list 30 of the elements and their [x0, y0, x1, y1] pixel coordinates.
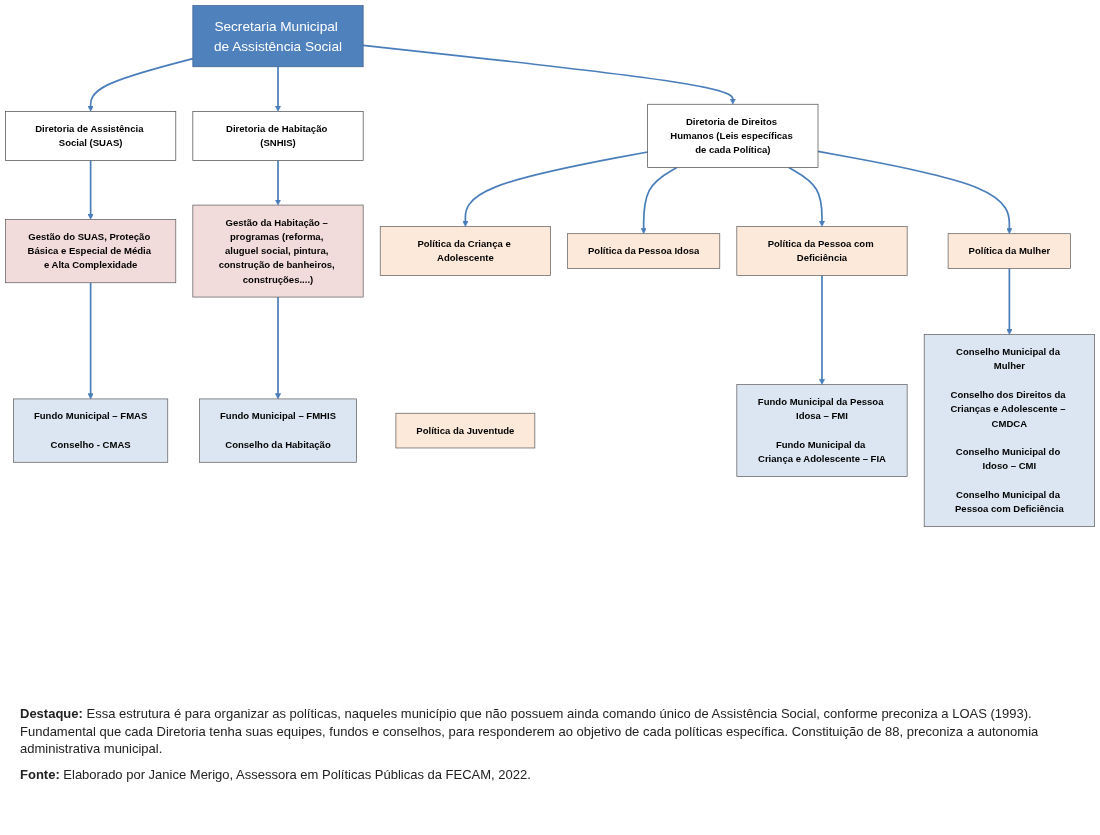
node-box: Fundo Municipal – FMHIS Conselho da Habitação	[199, 398, 357, 463]
arrow	[362, 44, 736, 105]
node-box: Fundo Municipal da Pessoa Idosa – FMI Fundo Municipal da Criança e Adolescente – FIA	[736, 384, 908, 477]
node-box: Fundo Municipal – FMAS Conselho - CMAS	[13, 398, 169, 463]
node-box: Política da Pessoa Idosa	[567, 233, 721, 269]
node-box: Diretoria de Direitos Humanos (Leis específicas de cada Política)	[647, 103, 819, 168]
arrow	[788, 166, 825, 227]
node-box: Gestão da Habitação – programas (reforma, aluguel social, pintura, construção de banheiros, construções....)	[192, 204, 364, 298]
arrow	[1006, 267, 1013, 335]
arrow	[87, 57, 194, 112]
arrow	[462, 151, 649, 227]
node-box: Secretaria Municipal de Assistência Social	[192, 5, 364, 68]
node-box: Conselho Municipal da Mulher Conselho dos Direitos da Crianças e Adolescente – CMDCA Conselho Municipal do Idoso – CMI Conselho Municipal da Pessoa com Deficiência	[923, 334, 1095, 527]
arrow	[87, 159, 94, 220]
node-box: Gestão do SUAS, Proteção Básica e Especial de Média e Alta Complexidade	[5, 219, 177, 284]
arrow	[275, 159, 281, 206]
note-text: Destaque: Essa estrutura é para organizar as políticas, naqueles município que não possuem ainda comando único de Assistência Social, conforme preconiza a LOAS (1993). Fundamental que cada Diretoria tenha suas equipes, fundos e conselhos, para responderem ao objetivo de cada políticas específica. Constituição de 88, preconiza a autonomia administrativa municipal.	[20, 705, 1040, 758]
arrow	[817, 150, 1013, 234]
arrow	[640, 166, 678, 234]
node-box: Política da Mulher	[947, 233, 1071, 269]
node-box: Política da Pessoa com Deficiência	[736, 226, 908, 276]
arrow	[87, 281, 94, 400]
note-text: Fonte: Elaborado por Janice Merigo, Assessora em Políticas Públicas da FECAM, 2022.	[20, 765, 532, 784]
node-box: Política da Juventude	[395, 412, 536, 449]
arrow	[819, 274, 825, 385]
node-box: Diretoria de Habitação (SNHIS)	[192, 111, 364, 161]
arrow	[275, 296, 281, 400]
arrow	[275, 65, 281, 112]
node-box: Política da Criança e Adolescente	[379, 226, 551, 276]
node-box: Diretoria de Assistência Social (SUAS)	[5, 111, 177, 161]
